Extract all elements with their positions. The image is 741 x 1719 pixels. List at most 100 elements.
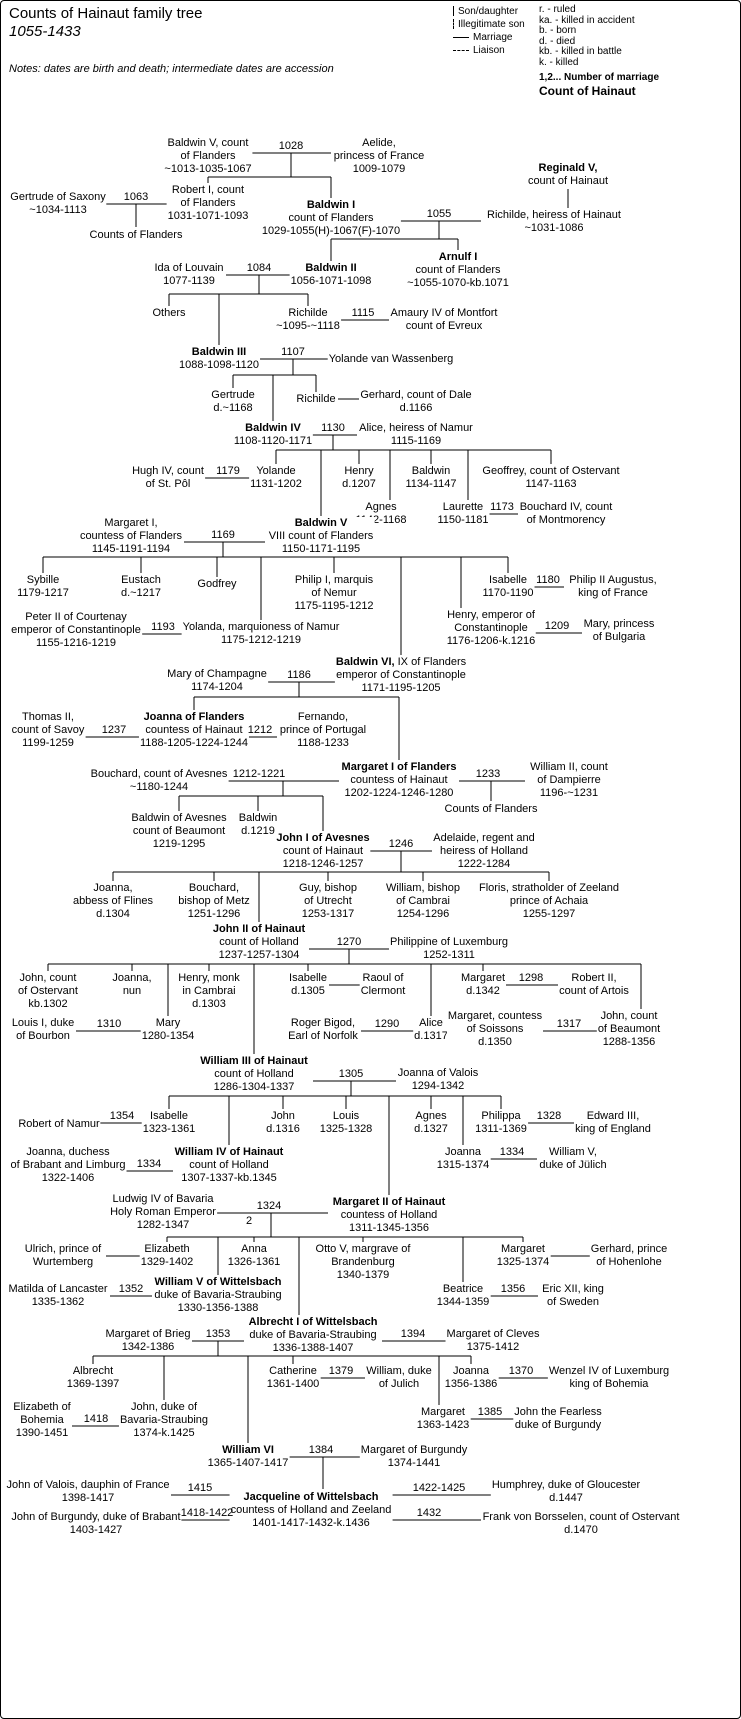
marriage-year-label: 1356 — [500, 1283, 526, 1295]
person-node-line: Margaret of Brieg — [105, 1328, 191, 1340]
person-node-line: Others — [152, 307, 186, 319]
person-node-line: 1375-1412 — [466, 1341, 520, 1353]
marriage-year-label: 1115 — [351, 307, 375, 319]
marriage-year-label: 1305 — [338, 1068, 364, 1080]
person-node: Richilde, heiress of Hainaut~1031-1086 — [486, 209, 622, 235]
marriage-year-label: 1298 — [518, 972, 544, 984]
person-node-line: king of Bohemia — [569, 1378, 649, 1390]
person-node-line: Yolande — [256, 465, 296, 477]
person-node-line: Raoul of — [362, 972, 404, 984]
person-node-line: William IV of Hainaut — [174, 1146, 284, 1158]
person-node-line: Margaret, countess — [447, 1010, 543, 1022]
person-node-line: of Dampierre — [537, 774, 601, 786]
marriage-year-label: 1354 — [109, 1110, 135, 1122]
person-node-line: d.1316 — [266, 1123, 300, 1135]
legend-row-illegitimate: Illegitimate son — [453, 18, 537, 31]
marriage-year-label: 1055 — [426, 208, 452, 220]
legend-bold-meaning: Count of Hainaut — [539, 83, 636, 98]
person-node-line: Baldwin V — [294, 517, 348, 529]
person-node-line: 1315-1374 — [436, 1159, 490, 1171]
marriage-year-label: 1328 — [536, 1110, 562, 1122]
person-node-line: 1255-1297 — [522, 908, 576, 920]
person-node-line: 1374-1441 — [387, 1457, 441, 1469]
person-node-line: Margaret — [460, 972, 506, 984]
marriage-year-label: 1394 — [400, 1328, 426, 1340]
marriage-year-label: 1209 — [544, 620, 570, 632]
person-node-line: bishop of Metz — [178, 895, 250, 907]
person-node-line: ~1031-1086 — [524, 222, 584, 234]
person-node-line: count of Flanders — [288, 212, 374, 224]
person-node: Richilde~1095-~1118 — [275, 307, 341, 333]
person-node: Roger Bigod,Earl of Norfolk — [287, 1017, 359, 1043]
legend-symbols: Son/daughter Illegitimate son Marriage L… — [453, 5, 537, 57]
person-node-line: 1174-1204 — [191, 681, 243, 693]
marriage-year-label: 1237 — [101, 724, 127, 736]
marriage-year-label: 1418-1422 — [180, 1507, 234, 1519]
person-node-line: in Cambrai — [182, 985, 236, 997]
marriage-year-label: 1233 — [475, 768, 501, 780]
person-node-line: duke of Jülich — [539, 1159, 607, 1171]
person-node-line: d.1470 — [564, 1524, 598, 1536]
person-node-line: d.1350 — [478, 1036, 512, 1048]
person-node-line: Albrecht — [72, 1365, 114, 1377]
person-node-line: ~1180-1244 — [129, 781, 189, 793]
person-node-line: 1403-1427 — [69, 1524, 123, 1536]
person-node-line: nun — [122, 985, 142, 997]
person-node-line: king of England — [575, 1123, 651, 1135]
person-node-line: 1325-1374 — [496, 1256, 550, 1268]
person-node-line: Sybille — [26, 574, 60, 586]
marriage-year-label: 1418 — [83, 1413, 109, 1425]
person-node: Edward III,king of England — [574, 1110, 652, 1136]
marriage-year-label: 1180 — [536, 574, 560, 586]
legend-abbr: k. - killed — [539, 56, 579, 68]
legend-abbreviations: r. - ruled ka. - killed in accident b. -… — [539, 4, 739, 98]
person-node-line: Robert I, count — [171, 184, 245, 196]
person-node-line: Joanna, — [112, 972, 152, 984]
person-node-line: Earl of Norfolk — [288, 1030, 358, 1042]
person-node-line: 1009-1079 — [352, 163, 406, 175]
person-node-line: 1077-1139 — [163, 275, 215, 287]
person-node-line: 1031-1071-1093 — [167, 210, 249, 222]
person-node: Gertrude of Saxony~1034-1113 — [9, 191, 107, 217]
person-node-line: Roger Bigod, — [290, 1017, 356, 1029]
person-node-line: duke of Bavaria-Straubing — [249, 1329, 377, 1341]
person-node: Bouchard, count of Avesnes~1180-1244 — [89, 768, 229, 794]
person-node-line: Bouchard, — [188, 882, 240, 894]
person-node-line: Baldwin V, count — [167, 137, 249, 149]
person-node-line: ~1013-1035-1067 — [164, 163, 252, 175]
person-node-line: ~1095-~1118 — [276, 320, 340, 332]
person-node-line: John of Burgundy, duke of Brabant — [11, 1511, 181, 1523]
marriage-year-label: 2 — [245, 1215, 253, 1227]
person-node-line: Isabelle — [489, 574, 527, 586]
person-node-line: 1390-1451 — [15, 1427, 69, 1439]
person-node-line: 1108-1120-1171 — [233, 435, 313, 447]
person-node: Counts of Flanders — [443, 803, 539, 816]
marriage-year-label: 1370 — [508, 1365, 534, 1377]
person-node-line: Thomas II, — [22, 711, 74, 723]
person-node-line: Humphrey, duke of Gloucester — [491, 1479, 641, 1491]
marriage-year-label: 1179 — [216, 465, 240, 477]
person-node-line: d.1327 — [414, 1123, 448, 1135]
person-node-line: 1322-1406 — [41, 1172, 95, 1184]
person-node-line: John I of Avesnes — [276, 832, 370, 844]
